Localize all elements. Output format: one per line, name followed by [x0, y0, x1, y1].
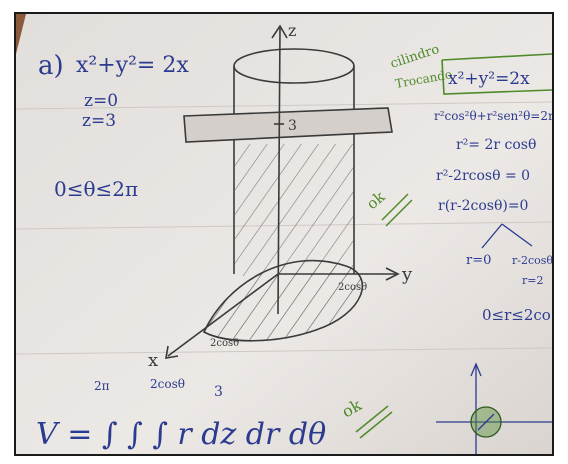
left-notes: a) x²+y²= 2x z=0 z=3 0≤θ≤2π: [38, 51, 189, 201]
polar-line-1: r²cos²θ+r²sen²θ=2r: [434, 109, 552, 123]
height-tick-label: 3: [288, 118, 297, 134]
root-r2cos: r-2cosθ: [512, 254, 552, 267]
part-label: a): [38, 51, 64, 81]
branch-lines: [481, 223, 533, 249]
cylinder-sketch: [165, 24, 400, 359]
polar-line-2: r²= 2r cosθ: [456, 137, 536, 153]
theta-range: 0≤θ≤2π: [54, 177, 138, 201]
sketch-labels: z y x 3 2cosθ 2cosθ: [148, 21, 413, 371]
y-axis-label: y: [401, 264, 413, 285]
photo-frame: a) x²+y²= 2x z=0 z=3 0≤θ≤2π z y x 3 2c: [14, 12, 554, 456]
x-intercept-label: 2cosθ: [210, 338, 239, 349]
box-marker: [441, 53, 552, 95]
upper-limit-theta: 2π: [94, 379, 110, 393]
green-stroke-1: [381, 193, 413, 227]
polar-line-3: r²-2rcosθ = 0: [436, 168, 530, 184]
root-r2: r=2: [522, 274, 543, 287]
plane-z3: z=3: [82, 111, 116, 131]
root-r0: r=0: [466, 253, 491, 268]
upper-limit-r: 2cosθ: [150, 377, 185, 391]
boxed-equation: x²+y²=2x: [448, 69, 530, 89]
polar-sketch: [436, 362, 552, 454]
x-axis-label: x: [148, 350, 158, 371]
right-notes: cilindro Trocando x²+y²=2x r²cos²θ+r²sen…: [363, 42, 552, 324]
z-axis-label: z: [288, 21, 296, 40]
upper-limit-z: 3: [214, 384, 223, 400]
r-range: 0≤r≤2co: [482, 306, 551, 324]
polar-line-4: r(r-2cosθ)=0: [438, 198, 528, 214]
integral-expression: V = ∫ ∫ ∫ r dz dr dθ: [36, 417, 326, 452]
green-stroke-2: [355, 405, 393, 439]
plane-z0: z=0: [84, 91, 118, 111]
surface-equation: x²+y²= 2x: [76, 53, 189, 78]
handwritten-notes-photo: a) x²+y²= 2x z=0 z=3 0≤θ≤2π z y x 3 2c: [16, 14, 552, 454]
y-intercept-label: 2cosθ: [338, 282, 367, 293]
